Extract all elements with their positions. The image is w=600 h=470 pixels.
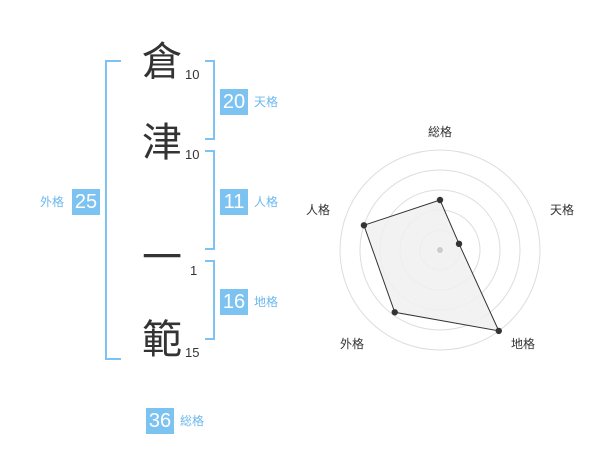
name-char-4: 範: [142, 317, 182, 363]
soukaku-label: 総格: [180, 414, 205, 428]
gaikaku-value: 25: [72, 189, 100, 215]
radar-ring: [419, 229, 461, 271]
radar-ring: [399, 209, 481, 291]
radar-ring: [359, 169, 521, 331]
radar-label-gaikaku: 外格: [340, 337, 365, 351]
radar-point-3: [495, 327, 502, 335]
radar-ring: [379, 189, 501, 311]
jinkaku-label: 人格: [254, 195, 279, 209]
jinkaku-value: 11: [220, 189, 248, 215]
radar-center: [437, 247, 443, 253]
name-char-3: 一: [142, 235, 182, 281]
name-char-1: 倉: [142, 39, 182, 85]
stroke-count-3: 1: [190, 263, 198, 278]
tenkaku-bracket: [205, 60, 215, 140]
chikaku-value: 16: [220, 289, 248, 315]
stroke-count-1: 10: [185, 67, 200, 82]
radar-label-jinkaku: 人格: [306, 203, 331, 217]
radar-point-4: [391, 309, 398, 316]
radar-point-2: [455, 240, 463, 248]
stroke-count-4: 15: [185, 345, 200, 360]
radar-ring: [339, 149, 541, 351]
chikaku-label: 地格: [254, 295, 279, 309]
gaikaku-label: 外格: [40, 195, 65, 209]
stroke-count-2: 10: [185, 147, 200, 162]
soukaku-value: 36: [146, 408, 174, 434]
radar-point-1: [436, 196, 444, 204]
radar-point-5: [360, 222, 368, 229]
name-char-2: 津: [142, 120, 182, 166]
radar-label-tenkaku: 天格: [550, 203, 575, 217]
radar-label-soukaku: 総格: [428, 125, 453, 139]
tenkaku-value: 20: [220, 89, 248, 115]
tenkaku-label: 天格: [254, 95, 279, 109]
gaikaku-bracket: [105, 60, 121, 360]
radar-polygon: [363, 199, 500, 332]
radar-label-chikaku: 地格: [511, 337, 536, 351]
chikaku-bracket: [205, 260, 215, 340]
jinkaku-bracket: [205, 150, 215, 250]
